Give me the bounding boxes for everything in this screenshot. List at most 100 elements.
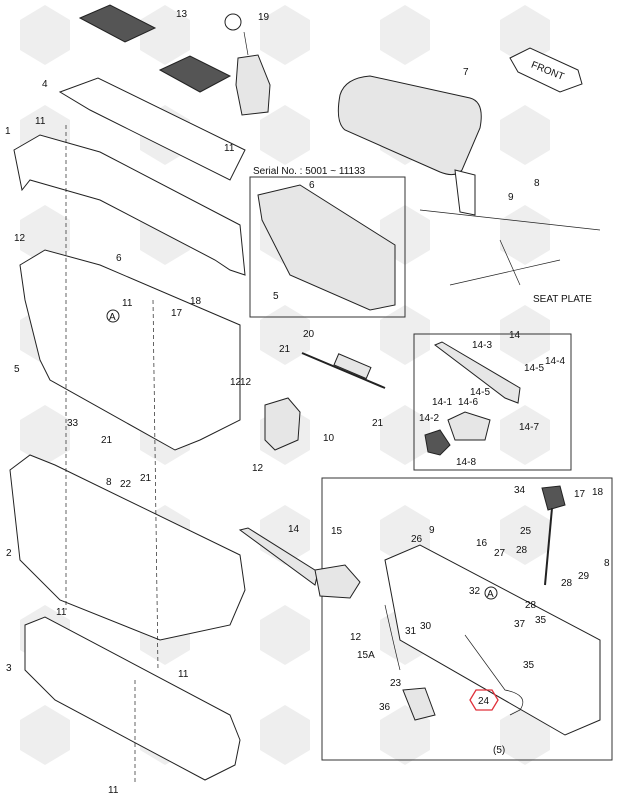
callout-2: 2 [6,548,12,559]
callout-35: 35 [535,615,547,626]
callout-30: 30 [420,621,432,632]
callout-27: 27 [494,548,506,559]
callout-8: 8 [106,477,112,488]
callout-14-7: 14-7 [519,422,539,433]
lever-14-3 [434,341,521,404]
callout-14-5: 14-5 [524,363,544,374]
callout-14: 14 [288,524,300,535]
callout-11: 11 [224,143,235,154]
lower-cover-2 [9,454,246,641]
callout-19: 19 [258,12,270,23]
callout-11: 11 [108,785,119,796]
watermark-pattern [20,5,550,765]
detail-inset-box [321,477,613,761]
callout-9: 9 [508,192,514,203]
callout-36: 36 [379,702,391,713]
callout-35: 35 [523,660,535,671]
callout-29: 29 [578,571,590,582]
callout-6: 6 [309,180,315,191]
callout-14-8: 14-8 [456,457,476,468]
callout-15: 15 [331,526,343,537]
callout-21: 21 [140,473,152,484]
callout-24: 24 [478,696,490,707]
keypad-cover-13 [78,4,232,93]
callout-11: 11 [122,298,133,309]
callout-8: 8 [534,178,540,189]
console-frame-5 [19,249,241,451]
plate-23 [402,687,436,721]
frame-5-variant [257,184,396,311]
callout-18: 18 [190,296,202,307]
armrest-7 [337,75,482,176]
callout-3: 3 [6,663,12,674]
rod-24 [464,634,524,716]
joystick-boot [235,31,271,116]
callout-13: 13 [176,9,188,20]
callout-28: 28 [516,545,528,556]
callout-5: 5 [14,364,20,375]
callout-4: 4 [42,79,48,90]
callout-14-5: 14-5 [470,387,490,398]
callout-31: 31 [405,626,417,637]
callout-34: 34 [514,485,526,496]
callout-16: 16 [476,538,488,549]
callout-32: 32 [469,586,481,597]
callout-21: 21 [279,344,291,355]
armrest-bracket [454,169,476,216]
grip-14 [314,564,361,599]
callout-labels: 13 19 7 4 11 1 11 Serial No. : 5001 ~ 11… [5,9,610,796]
callout-12: 12 [230,377,242,388]
callout-14-4: 14-4 [545,356,565,367]
callout-20: 20 [303,329,315,340]
callout-18: 18 [592,487,604,498]
grip-14-1 [447,411,491,441]
callout-17: 17 [171,308,183,319]
side-cover-3 [24,616,241,781]
callout-8: 8 [604,558,610,569]
callout-12: 12 [350,632,362,643]
callout-37: 37 [514,619,526,630]
seat-plate-lines [419,209,601,286]
callout-28: 28 [525,600,537,611]
callout-26: 26 [411,534,423,545]
callout-6: 6 [116,253,122,264]
callout-14-2: 14-2 [419,413,439,424]
callout-15a: 15A [357,650,375,661]
switch-panel-4 [58,77,246,181]
cover-10 [264,397,301,451]
callout-11: 11 [178,669,189,680]
callout-21: 21 [372,418,384,429]
front-arrow: FRONT [509,47,583,93]
callout-17: 17 [574,489,586,500]
bracket-5 [384,544,601,736]
cap-14-2 [424,429,451,456]
callout-14-1: 14-1 [432,397,452,408]
callout-1: 1 [5,126,11,137]
callout-9: 9 [429,525,435,536]
knob-34 [541,485,566,511]
callout-11: 11 [35,116,46,127]
callout-a: A [487,589,494,600]
callout-23: 23 [390,678,402,689]
callout-5-ref: (5) [493,745,505,756]
lever-25 [544,507,553,586]
callout-11: 11 [56,607,67,618]
callout-12: 12 [252,463,264,474]
cable-15A [384,604,401,671]
gas-spring-20 [301,352,386,389]
callout-25: 25 [520,526,532,537]
callout-33: 33 [67,418,79,429]
callout-5: 5 [273,291,279,302]
callout-12: 12 [240,377,252,388]
callout-28: 28 [561,578,573,589]
callout-14-3: 14-3 [472,340,492,351]
callout-10: 10 [323,433,335,444]
serial-number-label: Serial No. : 5001 ~ 11133 [253,166,366,177]
highlight-hexagon [469,689,499,711]
callout-7: 7 [463,67,469,78]
lever-inset-box [413,333,572,471]
reference-a-circle [106,309,120,323]
serial-inset-box [249,176,406,318]
callout-22: 22 [120,479,132,490]
